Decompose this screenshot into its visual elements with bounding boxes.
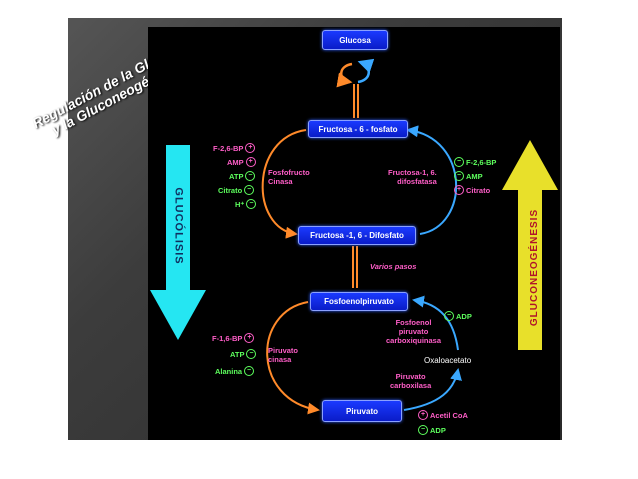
fbpase-arc [406,125,458,235]
activator-sign: + [418,410,428,420]
glucose-blue-arc [357,58,375,84]
regulator-citrato-pfk: Citrato− [218,185,255,195]
gluconeogenesis-label: GLUCONEOGÉNESIS [529,208,541,327]
inhibitor-sign: − [444,311,454,321]
glucose-orange-arc [336,62,353,88]
regulator-h-pfk: H⁺− [235,199,257,209]
regulator-atp-pfk: ATP− [229,171,256,181]
node-fructosa-6-fosfato: Fructosa - 6 - fosfato [308,120,408,138]
inhibitor-sign: − [246,199,257,209]
regulator-f26bp-pfk: F-2,6-BP+ [213,143,256,153]
inhibitor-sign: − [244,366,255,376]
enzyme-fbpase: Fructosa-1, 6.difosfatasa [388,168,437,186]
activator-sign: + [245,143,256,153]
regulator-acetilcoa-pc: +Acetil CoA [418,410,468,420]
regulator-amp-fbpase: −AMP [454,171,483,181]
node-fructosa-1-6-difosfato: Fructosa -1, 6 - Difosfato [298,226,416,245]
regulator-alanina-pk: Alanina− [215,366,255,376]
oxaloacetato-label: Oxaloacetato [424,356,472,365]
inhibitor-sign: − [418,425,428,435]
pc-arc [403,368,462,411]
activator-sign: + [454,185,464,195]
inhibitor-sign: − [246,349,257,359]
regulator-citrato-fbpase: +Citrato [454,185,490,195]
activator-sign: + [245,157,256,167]
node-glucosa: Glucosa [322,30,388,50]
node-fosfoenolpiruvato: Fosfoenolpiruvato [310,292,408,311]
regulator-adp-pepck: −ADP [444,311,472,321]
regulator-f26bp-fbpase: −F-2,6-BP [454,157,496,167]
regulator-atp-pk: ATP− [230,349,257,359]
inhibitor-sign: − [245,171,256,181]
inhibitor-sign: − [454,157,464,167]
regulator-f16bp-pk: F-1,6-BP+ [212,333,255,343]
varios-pasos-label: Varios pasos [370,262,417,271]
inhibitor-sign: − [244,185,255,195]
glycolysis-arrow [150,145,206,340]
pk-arc [266,301,320,415]
pfk-arc [261,129,307,239]
activator-sign: + [244,333,255,343]
node-piruvato: Piruvato [322,400,402,422]
glycolysis-label: GLUCÓLISIS [172,187,185,265]
inhibitor-sign: − [454,171,464,181]
regulator-amp-pfk: AMP+ [227,157,256,167]
regulator-adp-pc: −ADP [418,425,446,435]
gluconeogenesis-arrow [502,140,558,350]
